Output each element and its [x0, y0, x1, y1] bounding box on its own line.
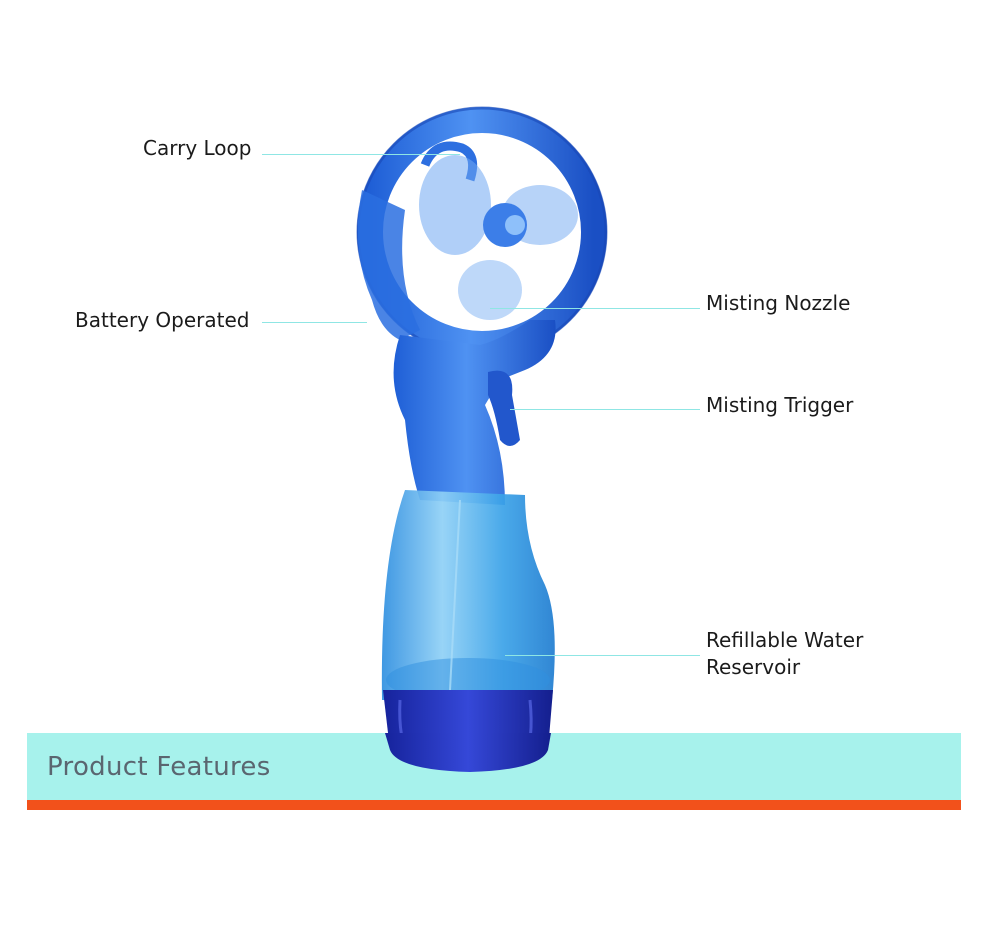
battery-operated-label: Battery Operated [75, 308, 250, 332]
misting-nozzle-label: Misting Nozzle [706, 291, 851, 315]
banner-accent-stripe [27, 800, 961, 810]
trigger-leader [510, 409, 700, 410]
battery-leader [262, 322, 367, 323]
reservoir-leader [505, 655, 700, 656]
reservoir-label-line2: Reservoir [706, 655, 801, 679]
carry-loop-label: Carry Loop [143, 136, 252, 160]
nozzle-leader [490, 308, 700, 309]
misting-trigger-label: Misting Trigger [706, 393, 854, 417]
banner-title: Product Features [47, 752, 271, 782]
carry-loop-leader [262, 154, 460, 155]
reservoir-label-line1: Refillable Water [706, 628, 864, 652]
